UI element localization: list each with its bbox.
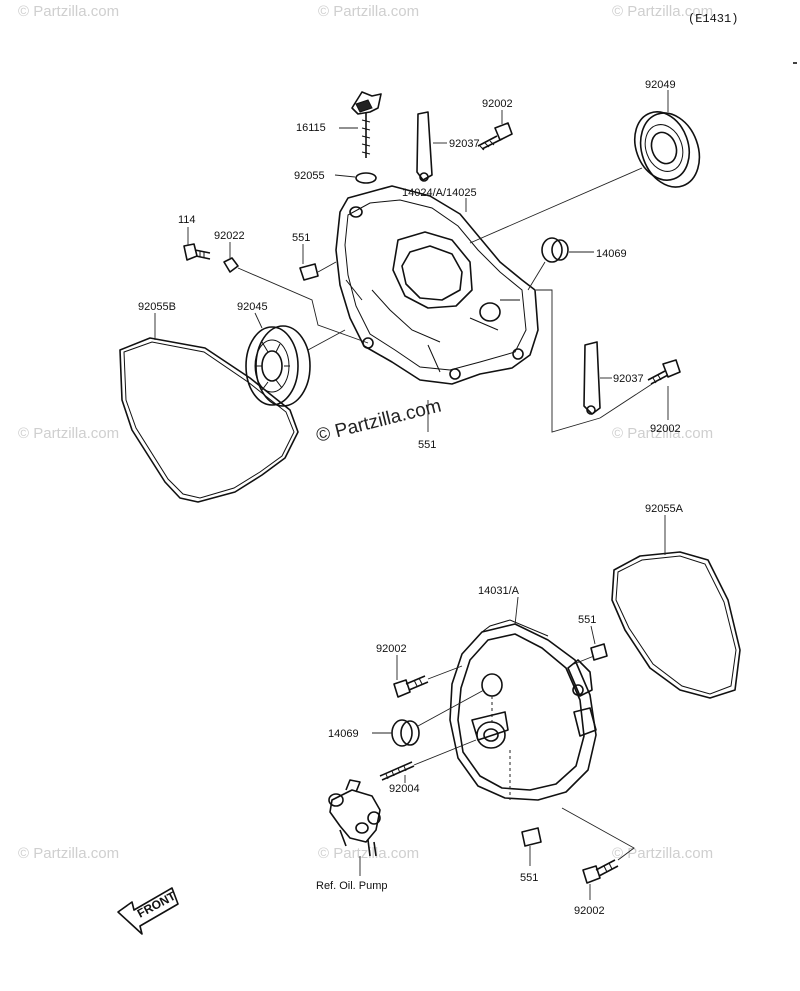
oring-92055A-inner — [615, 555, 737, 695]
part-label-16115: 16115 — [296, 122, 326, 134]
bolt-92002-top — [477, 122, 513, 151]
part-label-92037: 92037 — [613, 373, 644, 385]
plug-14069-low — [391, 719, 420, 747]
part-label-92022: 92022 — [214, 230, 245, 242]
part-label-92055A: 92055A — [645, 503, 684, 515]
valve-16115 — [351, 91, 382, 158]
part-label-92002: 92002 — [482, 98, 513, 110]
watermark: © Partzilla.com — [612, 845, 713, 862]
leader-line — [427, 665, 463, 680]
plug-14069-top — [541, 237, 569, 263]
part-label-14069: 14069 — [596, 248, 627, 260]
leader-line — [527, 261, 546, 291]
watermark: © Partzilla.com — [18, 3, 119, 20]
watermark-group: © Partzilla.com © Partzilla.com © Partzi… — [18, 3, 713, 862]
pin-551-bottom — [521, 827, 542, 847]
leader-line — [334, 174, 356, 178]
part-labels: 16115 92055 92037 92002 14024/A/14025 92… — [138, 79, 684, 917]
bolt-92002-bottom — [582, 859, 619, 884]
bolt-92002-low — [393, 675, 429, 698]
clamp-92037-right — [583, 341, 601, 415]
part-label-551: 551 — [418, 439, 436, 451]
part-label-551: 551 — [292, 232, 310, 244]
oring-92055 — [355, 172, 377, 184]
diagram-code: (E1431) — [688, 12, 738, 26]
leader-line — [561, 807, 635, 861]
oring-92055B — [119, 337, 299, 503]
leader-line — [417, 689, 485, 727]
leader-line — [590, 625, 596, 645]
watermark: © Partzilla.com — [18, 845, 119, 862]
front-arrow: FRONT — [117, 887, 179, 935]
bolt-92002-right — [647, 359, 681, 385]
part-label-92055: 92055 — [294, 170, 325, 182]
part-label-114: 114 — [178, 214, 196, 226]
bolt-114 — [183, 243, 211, 261]
watermark: © Partzilla.com — [18, 425, 119, 442]
part-label-92049: 92049 — [645, 79, 676, 91]
part-label-92045: 92045 — [237, 301, 268, 313]
pin-551-low — [590, 643, 608, 661]
part-label-92002: 92002 — [650, 423, 681, 435]
leader-line — [237, 267, 369, 344]
watermark: © Partzilla.com — [318, 845, 419, 862]
part-label-92037: 92037 — [449, 138, 480, 150]
leader-line — [573, 655, 595, 665]
leader-line — [536, 289, 601, 433]
part-label-92002: 92002 — [376, 643, 407, 655]
part-label-14031: 14031/A — [478, 585, 520, 597]
part-label-551: 551 — [520, 872, 538, 884]
oring-92055A — [611, 551, 741, 699]
part-label-551: 551 — [578, 614, 596, 626]
part-label-92055B: 92055B — [138, 301, 176, 313]
leader-line — [254, 312, 263, 329]
watermark: © Partzilla.com — [612, 3, 713, 20]
part-label-92002: 92002 — [574, 905, 605, 917]
stud-92004 — [379, 761, 415, 781]
washer-92022 — [223, 257, 239, 273]
generator-cover-14031 — [449, 619, 597, 801]
oil-pump-label: Ref. Oil. Pump — [316, 880, 388, 892]
leader-line — [317, 261, 337, 273]
engine-cover-14024 — [335, 185, 539, 385]
part-label-14024: 14024/A/14025 — [402, 187, 477, 199]
part-label-92004: 92004 — [389, 783, 420, 795]
bearing-92049 — [633, 111, 701, 188]
leader-line — [599, 383, 653, 419]
part-label-14069: 14069 — [328, 728, 359, 740]
leader-line — [413, 739, 477, 766]
pin-551-top — [299, 263, 319, 281]
leader-line — [469, 167, 643, 244]
bearing-92045 — [245, 325, 311, 407]
watermark: © Partzilla.com — [612, 425, 713, 442]
watermark: © Partzilla.com — [318, 3, 419, 20]
clamp-92037-top — [416, 111, 433, 182]
oil-pump — [328, 779, 381, 857]
oring-92055B-inner — [123, 341, 295, 499]
leader-line — [514, 596, 519, 626]
leader-line — [307, 329, 346, 351]
